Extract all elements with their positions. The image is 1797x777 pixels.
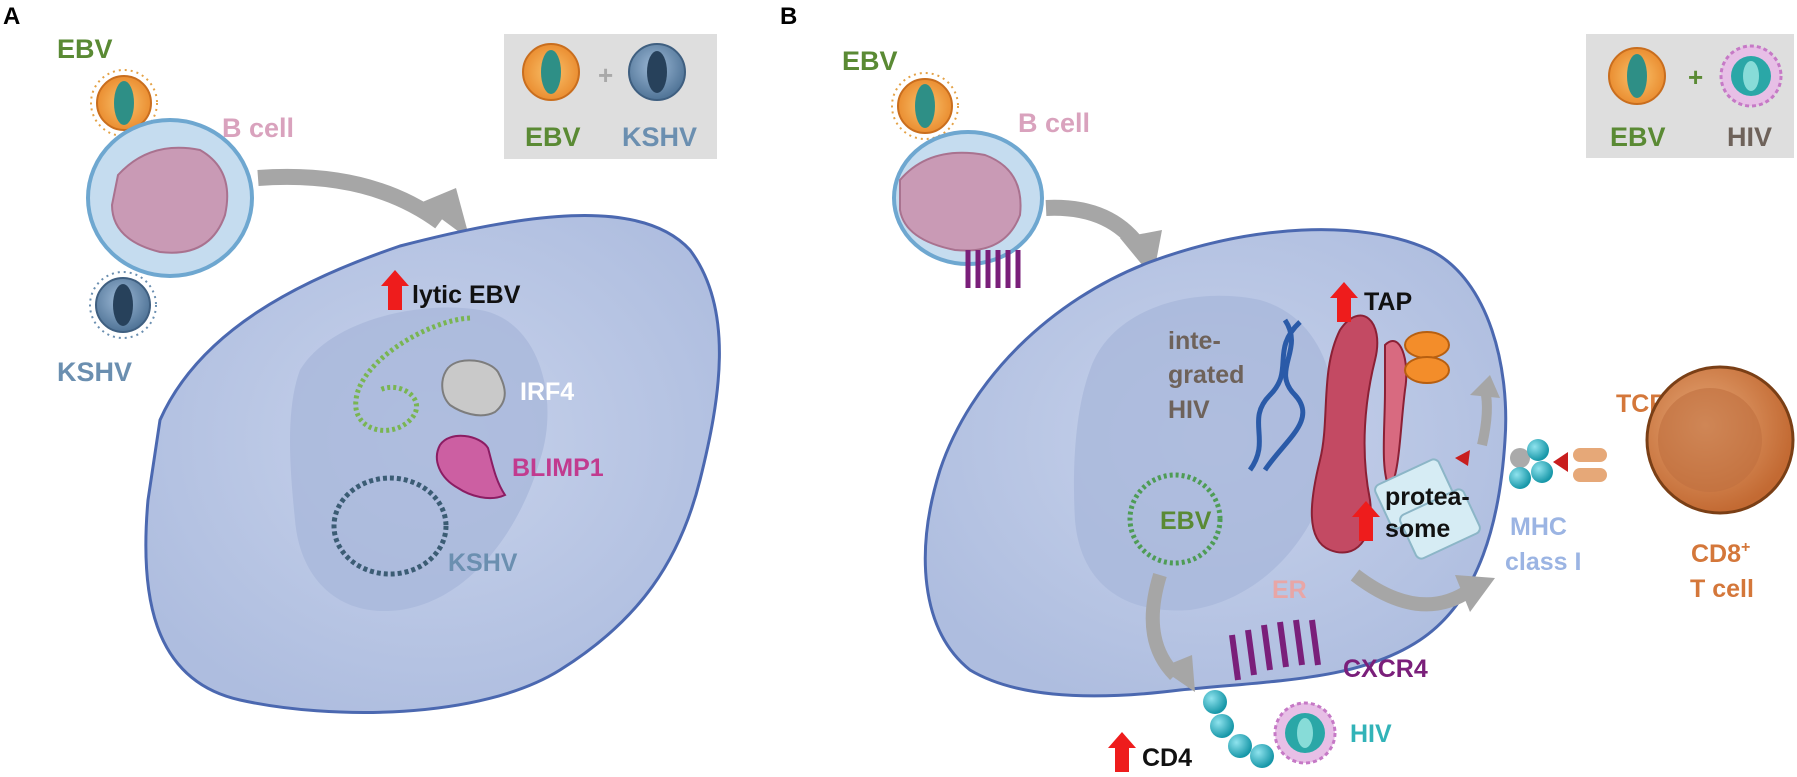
kshv-episome-icon	[331, 475, 449, 577]
hiv-dna-helix-icon	[1247, 318, 1306, 472]
tap-up-arrow-icon	[1330, 282, 1358, 322]
transformation-arrow-a	[257, 168, 445, 229]
cxcr4-label: CXCR4	[1343, 655, 1428, 683]
tap-label: TAP	[1364, 288, 1412, 316]
peptide-triangle-1	[1455, 450, 1470, 466]
mhc-label-1: MHC	[1510, 513, 1567, 541]
hiv-label: HIV	[1350, 720, 1392, 748]
legend-a-ebv-label: EBV	[525, 122, 581, 152]
lytic-ebv-label: lytic EBV	[412, 281, 521, 309]
ebv-label-a: EBV	[57, 34, 113, 64]
panel-b: B + EBV HIV EBV	[780, 3, 1795, 772]
nucleus-b	[1073, 295, 1336, 611]
legend-a-plus: +	[598, 60, 613, 90]
legend-b-ebv-icon	[1608, 47, 1666, 105]
legend-b-ebv-label: EBV	[1610, 122, 1666, 152]
tap-transporter-icon	[1404, 331, 1450, 384]
legend-a-ebv-icon	[522, 43, 580, 101]
legend-b-hiv-label: HIV	[1727, 122, 1772, 152]
er-icon	[1310, 314, 1408, 554]
ebv-to-cd4-arrowhead	[1160, 655, 1195, 692]
proteasome-icon	[1374, 458, 1481, 560]
transformation-arrowhead-a	[420, 188, 470, 240]
peptide-arrow-up	[1477, 388, 1492, 447]
panel-a: A + EBV KSHV EBV B cell	[3, 3, 721, 714]
blimp1-label: BLIMP1	[512, 454, 604, 482]
integrated-hiv-label-3: HIV	[1168, 396, 1210, 424]
legend-b-plus: +	[1688, 62, 1703, 92]
ebv-label-b: EBV	[842, 46, 898, 76]
legend-box-a: + EBV KSHV	[504, 34, 717, 159]
bcell-label-a: B cell	[222, 113, 294, 143]
er-to-mhc-arrow	[1350, 569, 1475, 612]
integrated-hiv-label-1: inte-	[1168, 327, 1221, 355]
b-cell-b-icon	[892, 130, 1044, 266]
mhc-class-i-icon	[1509, 439, 1553, 489]
legend-box-b: + EBV HIV	[1586, 34, 1794, 158]
cxcr4-receptor-b-cell-icon	[965, 250, 1021, 288]
legend-b-hiv-icon	[1719, 44, 1783, 108]
cd8-label-superscript: +	[1741, 539, 1750, 556]
er-label: ER	[1272, 576, 1307, 604]
kshv-episome-label: KSHV	[448, 549, 518, 577]
bcell-label-b: B cell	[1018, 108, 1090, 138]
kshv-label-a: KSHV	[57, 357, 132, 387]
integrated-hiv-label-2: grated	[1168, 361, 1244, 389]
irf4-protein-icon	[441, 359, 506, 417]
blimp1-protein-icon	[435, 434, 507, 499]
cxcr4-receptor-icon	[1229, 619, 1321, 681]
cd4-up-arrow-icon	[1108, 732, 1136, 772]
proteasome-label-2: some	[1385, 515, 1450, 543]
ebv-virion-b-icon	[891, 72, 959, 140]
cd4-label: CD4	[1142, 744, 1192, 772]
cd8-t-cell-icon	[1645, 365, 1795, 515]
peptide-triangle-2	[1553, 452, 1568, 472]
tcr-receptor-icon	[1573, 448, 1607, 482]
ebv-episome-label: EBV	[1160, 507, 1212, 535]
cd4-receptor-icon	[1203, 690, 1274, 768]
er-to-mhc-arrowhead	[1455, 575, 1495, 612]
proteasome-up-arrow-icon	[1352, 501, 1380, 541]
ebv-virion-icon	[90, 69, 158, 137]
t-cell-label: T cell	[1690, 575, 1754, 603]
legend-a-kshv-label: KSHV	[622, 122, 697, 152]
proteasome-label-1: protea-	[1385, 483, 1470, 511]
panel-a-letter: A	[3, 3, 20, 30]
lytic-up-arrow-icon	[381, 270, 409, 310]
cd8-label-text: CD8	[1691, 540, 1741, 568]
ebv-episome-icon	[1127, 472, 1223, 566]
peptide-arrowhead-up	[1470, 375, 1500, 398]
kshv-virion-icon	[89, 271, 157, 339]
panel-b-letter: B	[780, 3, 797, 30]
hiv-virion-icon	[1273, 701, 1337, 765]
irf4-label: IRF4	[520, 378, 574, 406]
b-cell-a-icon	[86, 118, 254, 278]
legend-a-kshv-icon	[628, 43, 686, 101]
ebv-dna-helix-icon	[353, 315, 471, 433]
cd8-label: CD8+	[1691, 539, 1750, 568]
mhc-label-2: class I	[1505, 548, 1581, 576]
